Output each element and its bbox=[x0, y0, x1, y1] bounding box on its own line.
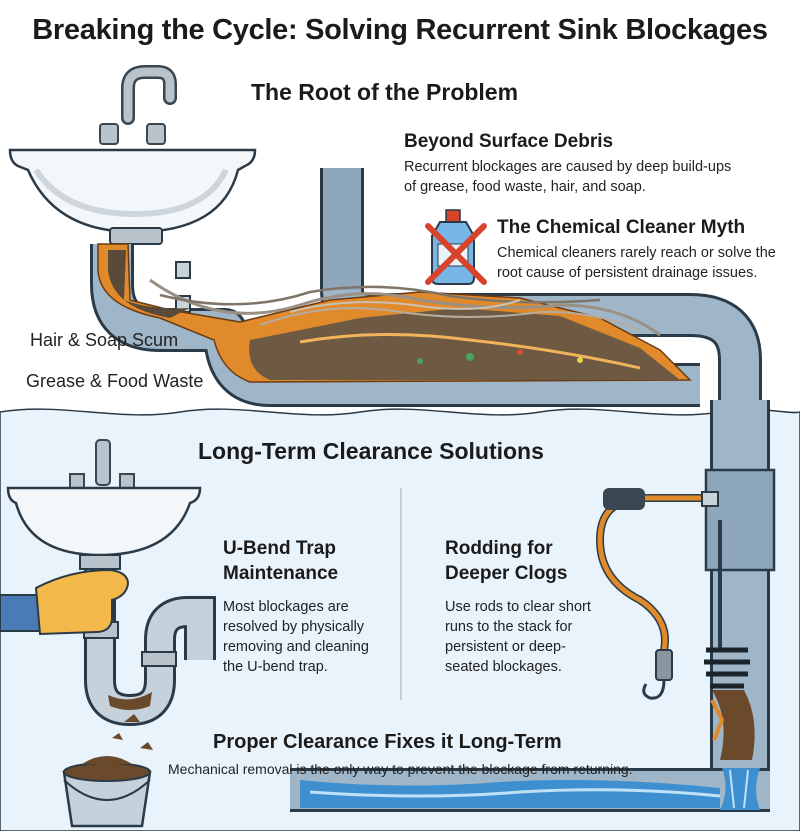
ubend-heading-line: Maintenance bbox=[223, 563, 339, 584]
gloved-hand bbox=[0, 568, 130, 636]
rodding-text-line: Use rods to clear short bbox=[445, 599, 591, 615]
root-heading: The Root of the Problem bbox=[251, 79, 519, 105]
debris-text-line: Recurrent blockages are caused by deep b… bbox=[404, 159, 732, 175]
debris-text-line: of grease, food waste, hair, and soap. bbox=[404, 179, 646, 195]
ubend-text-line: removing and cleaning bbox=[223, 639, 369, 655]
ubend-text-line: the U-bend trap. bbox=[223, 659, 328, 675]
chemical-text-line: Chemical cleaners rarely reach or solve … bbox=[497, 245, 776, 261]
chemical-text-line: root cause of persistent drainage issues… bbox=[497, 265, 758, 281]
chemical-bottle-crossed-icon bbox=[425, 209, 487, 285]
lower-sink bbox=[6, 439, 202, 570]
ubend-heading-line: U-Bend Trap bbox=[223, 538, 336, 559]
u-bend-trap bbox=[83, 570, 216, 727]
rodding-heading-line: Deeper Clogs bbox=[445, 563, 568, 584]
rodding-text-line: runs to the stack for bbox=[445, 619, 573, 635]
proper-clearance-text: Mechanical removal is the only way to pr… bbox=[168, 761, 633, 777]
blockage-debris bbox=[97, 243, 692, 383]
rodding-text-line: seated blockages. bbox=[445, 659, 562, 675]
ubend-text: Most blockages are resolved by physicall… bbox=[223, 597, 369, 677]
debris-bucket bbox=[62, 714, 153, 828]
rodding-heading-line: Rodding for bbox=[445, 538, 553, 559]
label-grease-food: Grease & Food Waste bbox=[26, 371, 204, 391]
chemical-text: Chemical cleaners rarely reach or solve … bbox=[497, 243, 776, 283]
page-title: Breaking the Cycle: Solving Recurrent Si… bbox=[32, 14, 768, 46]
label-hair-soap: Hair & Soap Scum bbox=[30, 330, 179, 350]
chemical-heading: The Chemical Cleaner Myth bbox=[497, 217, 746, 238]
solutions-heading: Long-Term Clearance Solutions bbox=[198, 438, 544, 464]
rodding-heading: Rodding for Deeper Clogs bbox=[445, 536, 567, 586]
debris-text: Recurrent blockages are caused by deep b… bbox=[404, 157, 731, 197]
ubend-text-line: Most blockages are bbox=[223, 599, 349, 615]
rodding-text: Use rods to clear short runs to the stac… bbox=[445, 597, 591, 677]
top-sink bbox=[8, 65, 257, 245]
water-flow bbox=[300, 768, 760, 810]
proper-clearance-heading: Proper Clearance Fixes it Long-Term bbox=[213, 731, 562, 753]
debris-heading: Beyond Surface Debris bbox=[404, 131, 614, 152]
ubend-heading: U-Bend Trap Maintenance bbox=[223, 536, 338, 586]
rodding-text-line: persistent or deep- bbox=[445, 639, 566, 655]
drain-rod bbox=[595, 488, 755, 760]
ubend-text-line: resolved by physically bbox=[223, 619, 365, 635]
